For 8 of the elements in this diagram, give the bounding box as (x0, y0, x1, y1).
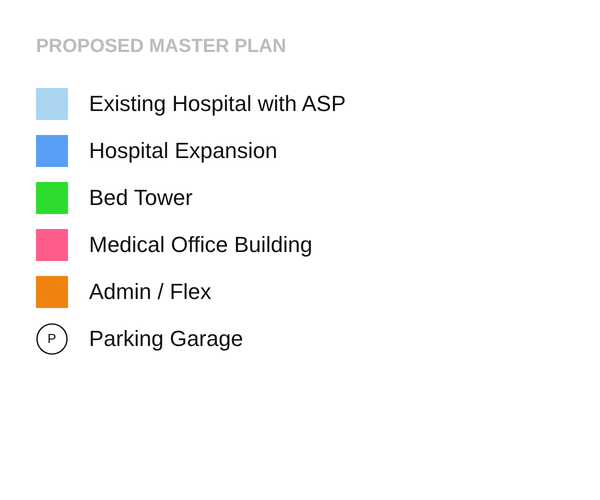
legend-label: Medical Office Building (89, 231, 312, 259)
parking-symbol-letter: P (48, 331, 56, 347)
legend-label: Admin / Flex (89, 278, 212, 306)
legend-label: Parking Garage (89, 325, 244, 353)
legend-label: Hospital Expansion (89, 137, 278, 165)
legend-label: Existing Hospital with ASP (89, 90, 346, 118)
legend-label: Bed Tower (89, 184, 193, 212)
legend-title: PROPOSED MASTER PLAN (36, 36, 286, 58)
